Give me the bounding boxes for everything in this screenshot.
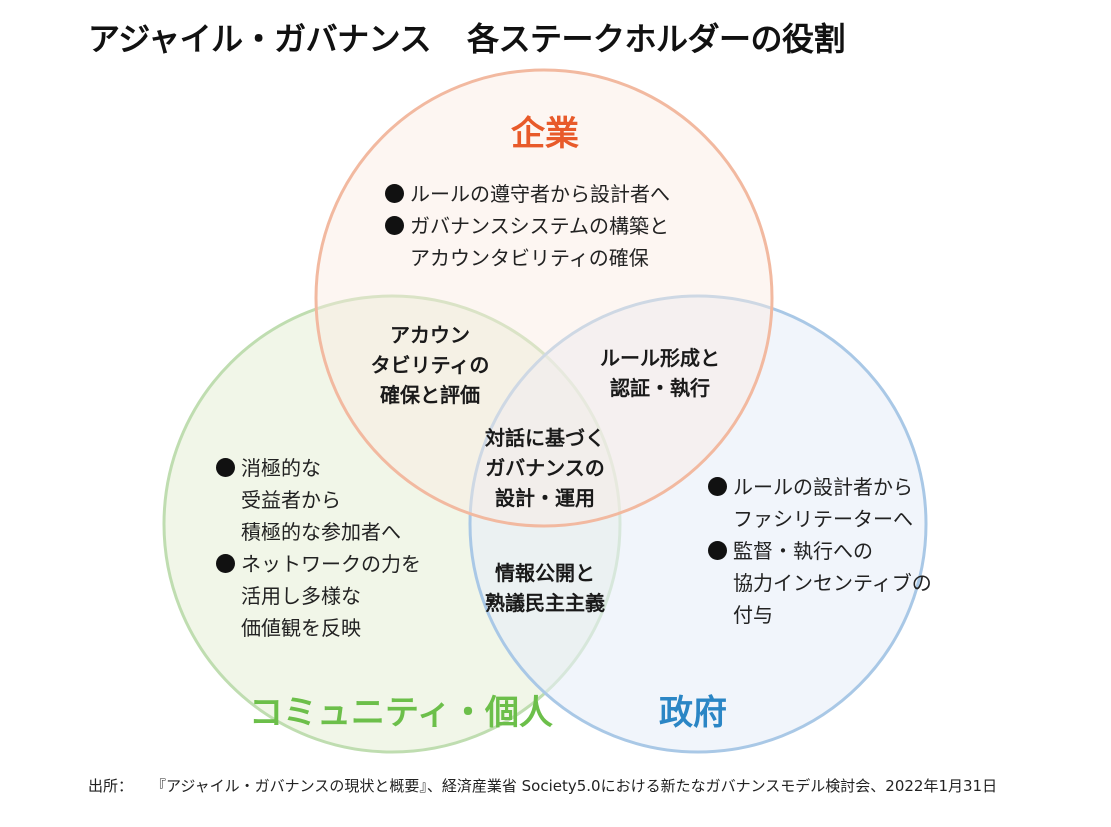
- government-title: 政府: [659, 693, 727, 733]
- list-item: 監督・執行への: [708, 535, 932, 567]
- company-bullets: ルールの遵守者から設計者へ ガバナンスシステムの構築と アカウンタビリティの確保: [385, 178, 670, 274]
- list-item: 消極的な: [216, 452, 421, 484]
- source-citation: 出所： 『アジャイル・ガバナンスの現状と概要』、経済産業省 Society5.0に…: [88, 775, 997, 796]
- list-item-continuation: 価値観を反映: [241, 616, 361, 640]
- overlap-community-government: 情報公開と 熟議民主主義: [485, 561, 605, 615]
- bullet-dot-icon: [385, 216, 404, 235]
- list-item: ルールの遵守者から設計者へ: [385, 178, 670, 210]
- list-item-continuation: 協力インセンティブの: [733, 571, 932, 595]
- overlap-company-community: アカウン タビリティの 確保と評価: [370, 323, 490, 407]
- list-item: ネットワークの力を: [216, 548, 421, 580]
- bullet-dot-icon: [708, 477, 727, 496]
- list-item-continuation: 付与: [733, 603, 773, 627]
- title-sub: 各ステークホルダーの役割: [466, 20, 846, 58]
- bullet-dot-icon: [216, 554, 235, 573]
- list-item-continuation: ファシリテーターへ: [733, 507, 913, 531]
- list-item-continuation: 積極的な参加者へ: [241, 520, 401, 544]
- list-item-continuation: 受益者から: [241, 488, 341, 512]
- list-item: ガバナンスシステムの構築と: [385, 210, 670, 242]
- title-main: アジャイル・ガバナンス: [88, 20, 431, 58]
- list-item-continuation: アカウンタビリティの確保: [410, 246, 649, 270]
- community-title: コミュニティ・個人: [249, 693, 553, 733]
- overlap-center: 対話に基づく ガバナンスの 設計・運用: [485, 426, 605, 510]
- bullet-dot-icon: [216, 458, 235, 477]
- page-title: アジャイル・ガバナンス各ステークホルダーの役割: [88, 14, 846, 60]
- overlap-company-government: ルール形成と 認証・執行: [600, 346, 720, 400]
- company-title: 企業: [511, 114, 579, 154]
- bullet-dot-icon: [708, 541, 727, 560]
- government-circle: [468, 294, 928, 754]
- list-item-continuation: 活用し多様な: [241, 584, 361, 608]
- government-bullets: ルールの設計者から ファシリテーターへ 監督・執行への 協力インセンティブの 付…: [708, 471, 932, 631]
- community-bullets: 消極的な 受益者から 積極的な参加者へ ネットワークの力を 活用し多様な 価値観…: [216, 452, 421, 644]
- list-item: ルールの設計者から: [708, 471, 932, 503]
- source-text: 『アジャイル・ガバナンスの現状と概要』、経済産業省 Society5.0における…: [151, 777, 998, 795]
- source-label: 出所：: [88, 777, 134, 795]
- company-circle: [314, 68, 774, 528]
- bullet-dot-icon: [385, 184, 404, 203]
